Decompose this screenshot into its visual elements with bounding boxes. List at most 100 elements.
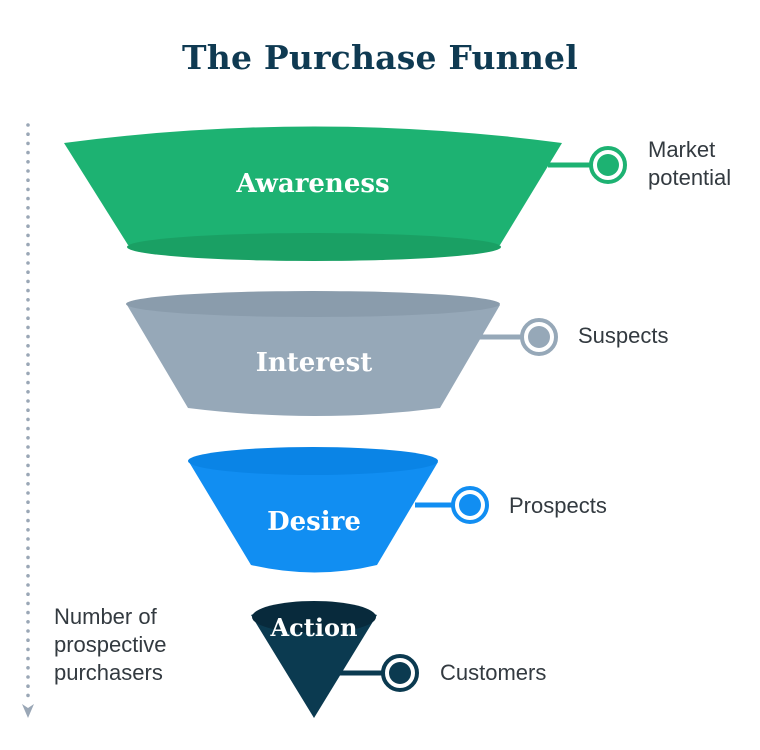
axis-dot	[26, 316, 30, 321]
axis-dot	[26, 390, 30, 394]
axis-dot	[26, 344, 30, 348]
axis-dot	[26, 666, 30, 670]
axis-dot	[26, 610, 30, 615]
axis-dot	[26, 629, 30, 633]
axis-dot	[26, 592, 30, 596]
axis-dot	[26, 261, 30, 265]
axis-dot	[26, 656, 30, 661]
connector-node-dot	[528, 326, 550, 348]
funnel-stage-interest: Interest	[126, 291, 558, 416]
axis-dot	[26, 215, 30, 219]
axis-dot	[26, 206, 30, 210]
axis-dot	[26, 353, 30, 357]
stage-bottom-shade	[127, 233, 501, 261]
axis-dot	[26, 647, 30, 652]
axis-label-line: purchasers	[54, 660, 163, 685]
axis-dot	[26, 187, 30, 192]
axis-dot	[26, 426, 30, 431]
axis-dot	[26, 399, 30, 403]
side-label-line: Prospects	[509, 493, 607, 518]
stage-body	[64, 126, 562, 255]
axis-dot	[26, 454, 30, 459]
axis-dot	[26, 546, 30, 550]
connector-node-dot	[389, 662, 411, 684]
axis-dot	[26, 436, 30, 440]
axis-dot	[26, 380, 30, 385]
axis-dot	[26, 445, 30, 449]
side-label-prospects: Prospects	[509, 492, 607, 520]
axis-dot	[26, 334, 30, 339]
axis-dot	[26, 270, 30, 275]
axis-dot	[26, 518, 30, 523]
axis-dot	[26, 482, 30, 486]
connector-node-dot	[459, 494, 481, 516]
connector-node-dot	[597, 154, 619, 176]
axis-dot	[26, 472, 30, 477]
axis-dot	[26, 224, 30, 228]
side-label-market-potential: Market potential	[648, 136, 731, 192]
axis-dot	[26, 684, 30, 688]
axis-dot	[26, 132, 30, 136]
axis-dot	[26, 463, 30, 468]
axis-dot	[26, 242, 30, 247]
axis-dot	[26, 555, 30, 560]
axis-dot	[26, 638, 30, 642]
funnel-stage-action: Action	[251, 601, 419, 718]
axis-dot	[26, 509, 30, 514]
axis-dot	[26, 408, 30, 413]
axis-dot	[26, 196, 30, 201]
axis-dot	[26, 500, 30, 505]
axis-dot	[26, 252, 30, 256]
stage-rim	[252, 601, 376, 633]
stage-label-interest: Interest	[256, 348, 373, 378]
side-label-suspects: Suspects	[578, 322, 669, 350]
side-label-line: potential	[648, 165, 732, 190]
side-label-line: Customers	[440, 660, 547, 685]
stage-rim	[126, 291, 500, 317]
axis-dot	[26, 298, 30, 302]
axis-dot	[26, 150, 30, 155]
axis-dot	[26, 583, 30, 587]
axis-dot	[26, 371, 30, 376]
diagram-title: The Purchase Funnel	[182, 38, 578, 77]
axis-label-line: prospective	[54, 632, 167, 657]
arrow-down-icon	[22, 704, 34, 718]
axis-dot	[26, 141, 30, 146]
axis-dot	[26, 417, 30, 422]
axis-dot	[26, 620, 30, 624]
axis-label-line: Number of	[54, 604, 157, 629]
axis-dot	[26, 528, 30, 532]
axis-dot	[26, 123, 30, 127]
axis-dot	[26, 325, 30, 330]
stage-body	[251, 603, 377, 718]
axis-dot	[26, 574, 30, 578]
funnel-stage-awareness: Awareness	[64, 126, 627, 261]
axis-dot	[26, 160, 30, 164]
axis-dot	[26, 307, 30, 311]
side-label-line: Suspects	[578, 323, 669, 348]
stage-body	[127, 292, 500, 416]
axis-dot	[26, 564, 30, 569]
axis-dot	[26, 279, 30, 284]
stage-label-desire: Desire	[267, 507, 361, 537]
stage-rim	[188, 447, 438, 475]
axis-arrow	[22, 123, 34, 718]
axis-dot	[26, 601, 30, 606]
funnel-stage-desire: Desire	[188, 447, 489, 573]
side-label-line: Market	[648, 137, 716, 162]
axis-dot	[26, 491, 30, 495]
axis-label: Number of prospective purchasers	[54, 603, 214, 687]
stage-body	[189, 451, 438, 573]
axis-dot	[26, 693, 30, 698]
axis-dot	[26, 169, 30, 173]
axis-dot	[26, 537, 30, 541]
axis-dot	[26, 288, 30, 293]
axis-dot	[26, 233, 30, 238]
side-label-customers: Customers	[440, 659, 546, 687]
stage-label-awareness: Awareness	[235, 169, 389, 199]
axis-dot	[26, 675, 30, 679]
stage-label-action: Action	[270, 613, 358, 642]
axis-dot	[26, 178, 30, 182]
